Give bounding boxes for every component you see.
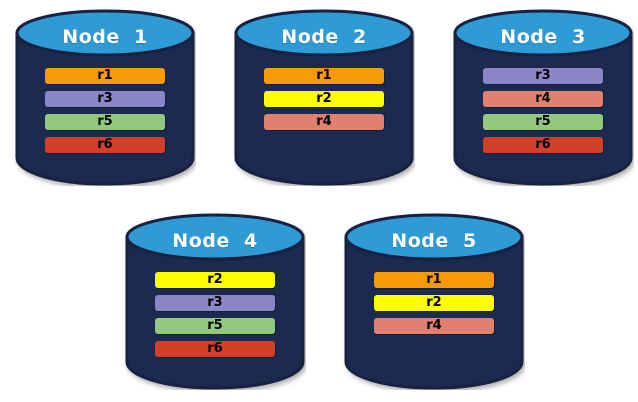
database-node-4[interactable]: Node 4 r2 r3 r5 r6 [124,212,306,390]
replica-label: r5 [535,114,551,129]
database-node-1[interactable]: Node 1 r1 r3 r5 r6 [14,8,196,186]
replica-bar[interactable]: r4 [264,114,384,130]
replica-bar[interactable]: r2 [374,295,494,311]
node-title: Node 2 [281,26,367,48]
replica-bar[interactable]: r3 [45,91,165,107]
replica-bar[interactable]: r2 [155,272,275,288]
node-title: Node 5 [391,230,477,252]
database-node-3[interactable]: Node 3 r3 r4 r5 r6 [452,8,634,186]
replica-label: r2 [316,91,332,106]
replica-label: r1 [426,272,442,287]
replica-label: r3 [535,68,551,83]
replica-label: r5 [207,318,223,333]
replica-bar[interactable]: r5 [483,114,603,130]
replica-bar[interactable]: r3 [483,68,603,84]
replica-label: r5 [97,114,113,129]
replica-bar[interactable]: r6 [483,137,603,153]
replica-bar[interactable]: r1 [374,272,494,288]
replica-bar[interactable]: r1 [264,68,384,84]
replica-label: r4 [426,318,442,333]
database-node-5[interactable]: Node 5 r1 r2 r4 [343,212,525,390]
replica-label: r2 [426,295,442,310]
replica-label: r4 [535,91,551,106]
replica-label: r3 [97,91,113,106]
replica-label: r1 [97,68,113,83]
node-title: Node 4 [172,230,258,252]
replica-bar[interactable]: r6 [45,137,165,153]
node-title: Node 1 [62,26,148,48]
replica-list: r1 r2 r4 [374,272,494,341]
replica-label: r6 [535,137,551,152]
replica-list: r1 r2 r4 [264,68,384,137]
replica-label: r1 [316,68,332,83]
replica-bar[interactable]: r5 [45,114,165,130]
replica-bar[interactable]: r1 [45,68,165,84]
replica-list: r1 r3 r5 r6 [45,68,165,160]
replica-bar[interactable]: r6 [155,341,275,357]
replica-bar[interactable]: r4 [374,318,494,334]
node-title: Node 3 [500,26,586,48]
replica-label: r2 [207,272,223,287]
replica-list: r3 r4 r5 r6 [483,68,603,160]
replica-label: r6 [207,341,223,356]
replica-label: r3 [207,295,223,310]
replica-bar[interactable]: r4 [483,91,603,107]
replica-label: r4 [316,114,332,129]
replica-bar[interactable]: r3 [155,295,275,311]
database-node-2[interactable]: Node 2 r1 r2 r4 [233,8,415,186]
replica-label: r6 [97,137,113,152]
replica-list: r2 r3 r5 r6 [155,272,275,364]
replica-bar[interactable]: r5 [155,318,275,334]
replica-bar[interactable]: r2 [264,91,384,107]
